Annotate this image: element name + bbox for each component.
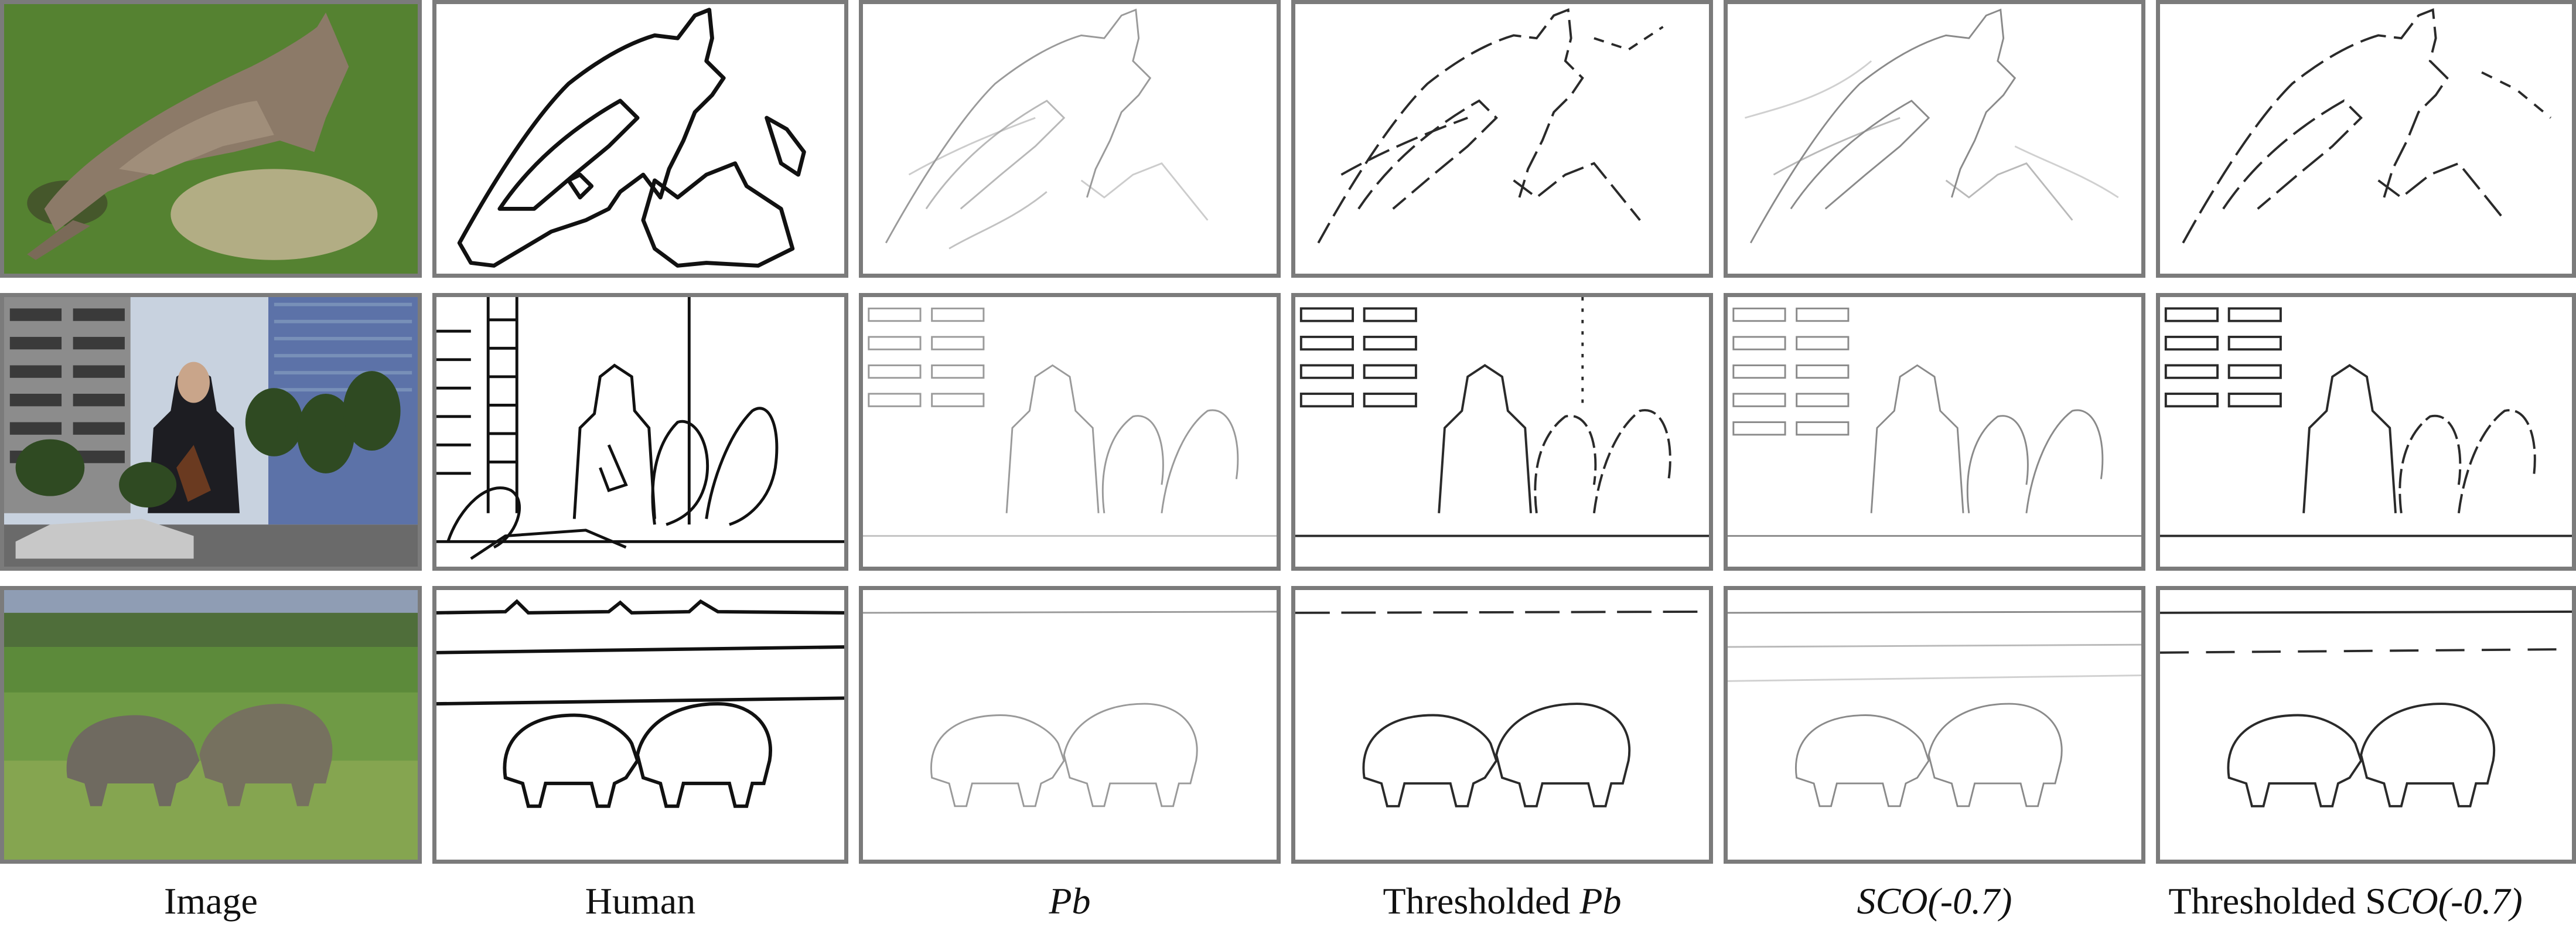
panel-kangaroo-sco [1724,0,2145,278]
caption-pb: Pb [859,878,1281,925]
kangaroo-thresholded-sco-edges [2182,8,2551,244]
panel-kangaroo-thresholded-pb [1291,0,1713,278]
panel-violinist-human [432,293,848,571]
panel-rhinos-thresholded-sco [2156,586,2576,864]
panel-kangaroo-thresholded-sco [2156,0,2576,278]
caption-human: Human [432,878,848,925]
panel-violinist-image [0,293,422,571]
violinist-sco-edges [1728,307,2141,537]
caption-pb-text: Pb [1049,880,1091,922]
caption-sco: SCO(-0.7) [1724,878,2145,925]
caption-thresholded-sco: Thresholded SCO(-0.7) [2115,878,2576,925]
panel-kangaroo-image [0,0,422,278]
rhinos-human-edges [436,599,844,808]
violinist-pb-edges [863,307,1277,537]
caption-sco-text: SCO(-0.7) [1857,880,2012,922]
caption-thresholded-sco-italic: CO(-0.7) [2386,880,2523,922]
caption-thresholded-pb-prefix: Thresholded [1383,880,1580,922]
panel-violinist-thresholded-sco [2156,293,2576,571]
caption-human-text: Human [585,880,696,922]
panel-rhinos-image [0,586,422,864]
kangaroo-human-edges [457,8,806,268]
panel-rhinos-human [432,586,848,864]
rhinos-thresholded-sco-edges [2160,610,2572,807]
caption-thresholded-pb: Thresholded Pb [1291,878,1713,925]
violinist-thresholded-pb-edges [1295,297,1709,537]
kangaroo-photo [4,4,418,274]
violinist-thresholded-sco-edges [2160,307,2572,537]
caption-image-text: Image [164,880,258,922]
panel-rhinos-sco [1724,586,2145,864]
rhinos-sco-edges [1728,611,2141,807]
caption-thresholded-sco-prefix: Thresholded S [2168,880,2386,922]
panel-violinist-sco [1724,293,2145,571]
panel-rhinos-thresholded-pb [1291,586,1713,864]
rhinos-pb-edges [863,611,1277,807]
panel-kangaroo-pb [859,0,1281,278]
panel-violinist-pb [859,293,1281,571]
kangaroo-thresholded-pb-edges [1317,8,1664,244]
panel-kangaroo-human [432,0,848,278]
panel-violinist-thresholded-pb [1291,293,1713,571]
kangaroo-sco-edges [1745,8,2119,244]
rhinos-thresholded-pb-edges [1295,610,1709,807]
rhinos-photo [4,590,418,860]
violinist-photo [4,297,418,567]
kangaroo-pb-edges [885,8,1209,250]
caption-image: Image [0,878,422,925]
caption-thresholded-pb-italic: Pb [1579,880,1622,922]
violinist-human-edges [436,297,844,560]
panel-rhinos-pb [859,586,1281,864]
